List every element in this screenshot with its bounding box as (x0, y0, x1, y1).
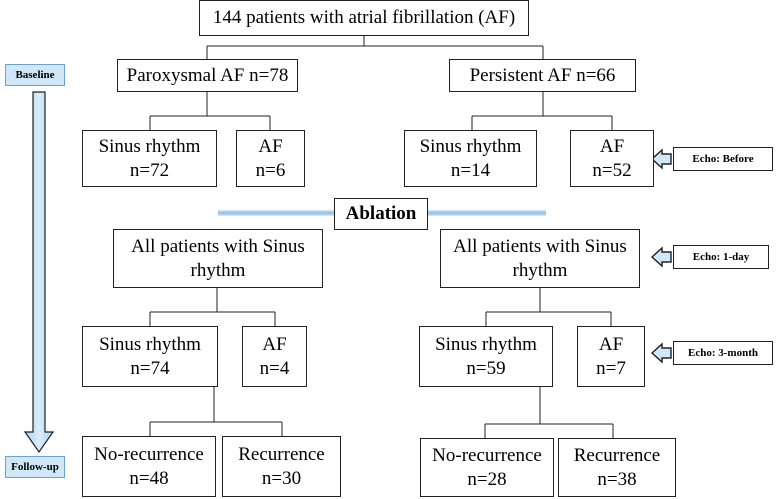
echo-1day-label: Echo: 1-day (673, 245, 769, 269)
left-recurrence-box: Recurrence n=30 (222, 436, 341, 497)
total-patients-label: 144 patients with atrial fibrillation (A… (212, 7, 516, 29)
left-no-recurrence-box: No-recurrence n=48 (82, 436, 216, 497)
paroxysmal-group-box: Paroxysmal AF n=78 (117, 59, 298, 92)
right-baseline-sinus-box: Sinus rhythm n=14 (404, 130, 537, 187)
echo-1day-arrow-icon (650, 246, 672, 268)
left-followup-af-box: AF n=4 (242, 326, 307, 387)
left-followup-sinus-box: Sinus rhythm n=74 (82, 326, 218, 387)
right-no-recurrence-box: No-recurrence n=28 (420, 438, 554, 497)
echo-before-arrow-icon (650, 148, 672, 170)
right-followup-sinus-box: Sinus rhythm n=59 (419, 326, 553, 387)
echo-3month-label: Echo: 3-month (673, 341, 773, 365)
right-baseline-af-box: AF n=52 (570, 130, 654, 187)
left-post-ablation-box: All patients with Sinus rhythm (113, 229, 323, 288)
echo-before-label: Echo: Before (673, 147, 773, 171)
right-followup-af-box: AF n=7 (577, 326, 645, 387)
right-recurrence-box: Recurrence n=38 (558, 438, 676, 497)
baseline-tag: Baseline (5, 64, 65, 86)
persistent-group-box: Persistent AF n=66 (449, 59, 636, 92)
ablation-box: Ablation (334, 198, 428, 230)
followup-tag: Follow-up (5, 456, 65, 478)
left-baseline-af-box: AF n=6 (236, 130, 305, 187)
echo-3month-arrow-icon (650, 342, 672, 364)
timeline-arrow (23, 91, 55, 454)
left-baseline-sinus-box: Sinus rhythm n=72 (82, 130, 217, 187)
total-patients-box: 144 patients with atrial fibrillation (A… (199, 0, 529, 36)
right-post-ablation-box: All patients with Sinus rhythm (440, 229, 640, 288)
